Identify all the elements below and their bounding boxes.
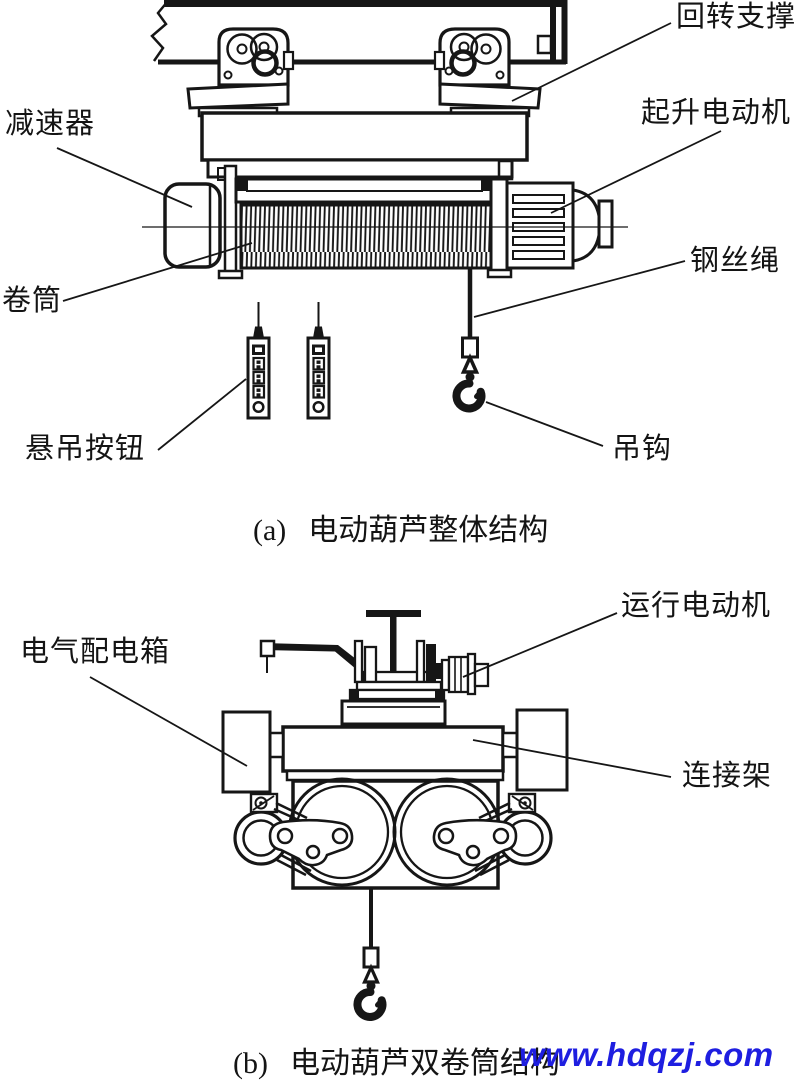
hoisting-motor-drawing [505,181,614,270]
trolley-assembly-left [186,27,295,118]
reducer-drawing [163,182,222,269]
rope-guide-right [432,792,553,877]
rope-guide-left [233,792,354,877]
label-hook: 吊钩 [612,433,673,465]
caption-a-prefix: (a) [253,514,287,547]
ibeam-section [366,610,421,674]
drum-drawing [217,164,513,280]
travel-trolley [259,639,447,726]
side-box-right [501,708,569,792]
label-hoisting-motor: 起升电动机 [641,97,792,129]
trolley-assembly-right [433,27,542,118]
electric-box-drawing [221,710,285,794]
wire-rope-hook-b [353,888,387,1021]
caption-b-prefix: (b) [233,1047,268,1080]
travel-motor-drawing [433,652,490,696]
label-wire-rope: 钢丝绳 [690,245,781,277]
label-drum: 卷筒 [2,285,63,317]
leader-lines-b [89,612,672,778]
label-reducer: 减速器 [5,108,96,140]
double-drum-drawing [233,777,553,890]
label-pendant-button: 悬吊按钮 [25,433,146,465]
label-travel-motor: 运行电动机 [621,590,772,622]
site-watermark: www.hdqzj.com [519,1036,774,1073]
caption-figure-a: (a) 电动葫芦整体结构 [253,505,548,549]
caption-a-title: 电动葫芦整体结构 [308,514,549,547]
leader-lines-a [56,22,722,451]
connecting-frame-drawing [281,725,505,788]
label-slewing-support: 回转支撑 [676,1,797,33]
hoist-frame [200,111,529,181]
caption-b-title: 电动葫芦双卷筒结构 [289,1047,560,1080]
wire-rope-hook-a [452,268,486,413]
caption-figure-b: (b) 电动葫芦双卷筒结构 [233,1038,560,1081]
pendant-controls [246,300,331,420]
label-connecting-frame: 连接架 [682,760,773,792]
label-electric-distribution-box: 电气配电箱 [20,636,171,668]
